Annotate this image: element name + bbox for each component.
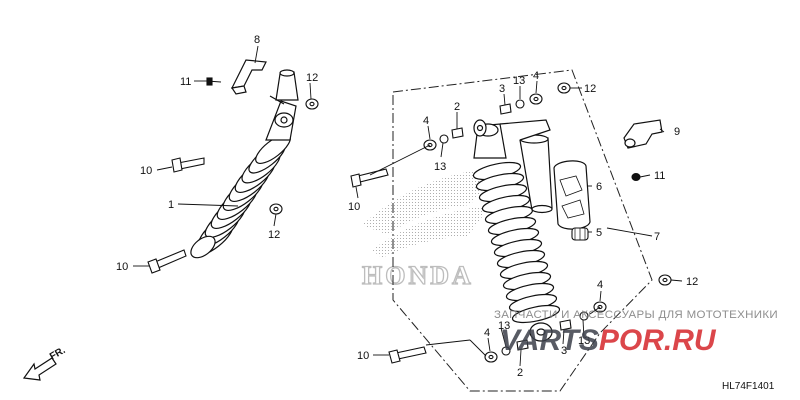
callout-4-top: 4 (533, 70, 539, 82)
callout-12-left-mid: 12 (268, 229, 280, 241)
callout-12-right-top: 12 (584, 83, 596, 95)
callout-10-right-upper: 10 (348, 201, 360, 213)
right-spring (472, 161, 561, 324)
left-hardware (147, 77, 319, 274)
callout-3-top: 3 (499, 83, 505, 95)
collar-3-lower (559, 319, 572, 331)
collar-2-lower (516, 339, 529, 351)
callout-13-lower-right: 13 (578, 335, 590, 347)
diagram-code: HL74F1401 (722, 381, 775, 392)
callout-11-right: 11 (654, 170, 665, 182)
bracket-8 (230, 59, 267, 95)
front-arrow: FR. (22, 345, 68, 381)
honda-wing-watermark: HONDA (361, 168, 500, 291)
callout-2-lower: 2 (517, 367, 523, 379)
seal-13-mid (439, 134, 449, 144)
watermark-tagline: ЗАПЧАСТИ И АКСЕССУАРЫ ДЛЯ МОТОТЕХНИКИ (494, 309, 778, 321)
callout-13-lower-left: 13 (498, 320, 510, 332)
callout-9: 9 (674, 126, 680, 138)
callout-4-lower-left: 4 (484, 327, 490, 339)
callout-11-left: 11 (180, 76, 191, 88)
left-shock-assembly (190, 69, 299, 259)
callout-13-top: 13 (513, 75, 525, 87)
honda-logo-text: HONDA (362, 261, 474, 290)
callout-12-left-top: 12 (306, 72, 318, 84)
callout-12-right-lower: 12 (686, 276, 698, 288)
front-label: FR. (48, 345, 68, 363)
callout-4-mid: 4 (423, 115, 429, 127)
watermark-brand-red: POR.RU (599, 324, 717, 357)
callout-3-lower: 3 (561, 345, 567, 357)
callout-7: 7 (654, 231, 660, 243)
callout-1: 1 (168, 199, 174, 211)
collar-2-top (451, 127, 464, 139)
collar-3-top (499, 103, 512, 115)
nut-11-right (631, 172, 641, 182)
bracket-9 (623, 119, 663, 149)
right-shock-assembly (472, 119, 561, 342)
watermark-brand: VARTSPOR.RU (500, 324, 717, 357)
bolt-10-right-upper (350, 168, 389, 188)
left-spring (192, 134, 291, 256)
site-watermark: ЗАПЧАСТИ И АКСЕССУАРЫ ДЛЯ МОТОТЕХНИКИ VA… (494, 309, 778, 357)
leader-lines (133, 45, 683, 367)
reservoir-cover-6 (553, 160, 591, 230)
seal-13-top (515, 99, 525, 109)
bolt-10-upper (171, 157, 205, 173)
left-lower-eye (190, 235, 216, 259)
bolt-10-lower (147, 249, 187, 274)
callouts: 8 11 12 10 1 12 10 3 13 4 12 2 4 9 13 11… (116, 34, 698, 379)
callout-10-right-lower: 10 (357, 350, 369, 362)
front-arrow-icon (22, 357, 57, 381)
callout-4-lower-right: 4 (597, 279, 603, 291)
clamp-5 (571, 227, 589, 241)
callout-5: 5 (596, 227, 602, 239)
callout-10-left-lower: 10 (116, 261, 128, 273)
callout-8: 8 (254, 34, 260, 46)
seal-13-lower-right (579, 311, 589, 321)
callout-10-left-upper: 10 (140, 165, 152, 177)
watermark-brand-dark: VARTS (500, 324, 599, 357)
assembly-frame (392, 69, 653, 392)
callout-13-mid: 13 (434, 161, 446, 173)
callout-2-top: 2 (454, 101, 460, 113)
bolt-10-right-lower (388, 346, 427, 364)
callout-6: 6 (596, 181, 602, 193)
